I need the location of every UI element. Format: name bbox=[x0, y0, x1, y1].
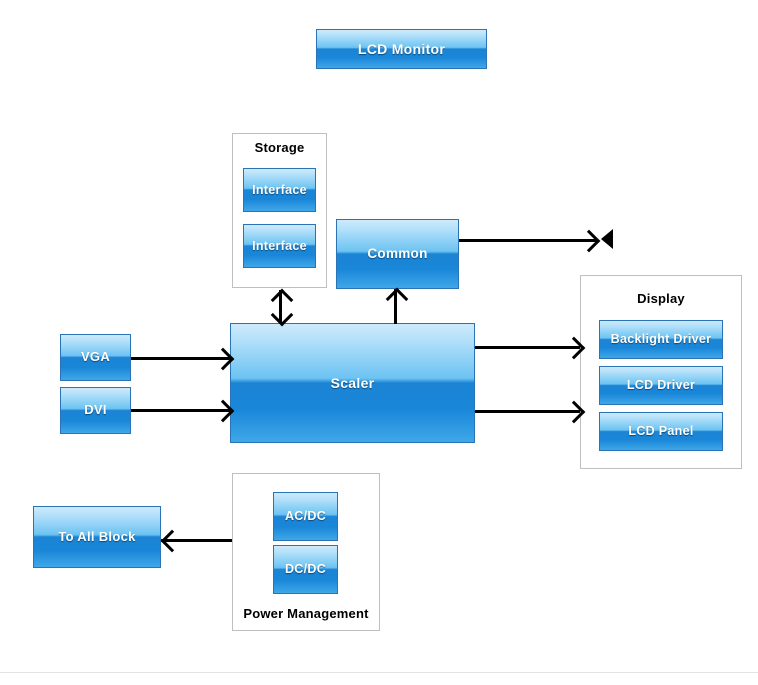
block-lcd-panel[interactable]: LCD Panel bbox=[599, 412, 723, 451]
block-to-all-block-label: To All Block bbox=[58, 528, 136, 544]
block-dvi[interactable]: DVI bbox=[60, 387, 131, 434]
block-common-label: Common bbox=[367, 246, 428, 262]
block-lcd-monitor-label: LCD Monitor bbox=[357, 40, 446, 57]
block-common[interactable]: Common bbox=[336, 219, 459, 289]
block-dc-dc-label: DC/DC bbox=[284, 562, 327, 577]
arrowhead-power-to-all-block bbox=[160, 529, 184, 553]
arrowhead-scaler-to-common bbox=[385, 287, 409, 311]
block-to-all-block[interactable]: To All Block bbox=[33, 506, 161, 568]
speaker-icon bbox=[601, 229, 613, 249]
connector-scaler-to-backlight bbox=[475, 346, 580, 349]
block-interface-1-label: Interface bbox=[252, 182, 307, 197]
connector-dvi-to-scaler bbox=[131, 409, 230, 412]
arrowhead-common-to-speaker bbox=[577, 229, 601, 253]
block-interface-2[interactable]: Interface bbox=[243, 224, 316, 268]
connector-common-to-speaker bbox=[459, 239, 596, 242]
block-scaler[interactable]: Scaler bbox=[230, 323, 475, 443]
block-interface-1[interactable]: Interface bbox=[243, 168, 316, 212]
block-vga-label: VGA bbox=[80, 349, 111, 365]
connector-storage-to-scaler bbox=[279, 290, 282, 323]
block-dc-dc[interactable]: DC/DC bbox=[273, 545, 338, 594]
group-storage-title: Storage bbox=[254, 140, 305, 155]
block-lcd-driver-label: LCD Driver bbox=[626, 378, 696, 393]
group-display-title: Display bbox=[637, 291, 685, 306]
block-lcd-driver[interactable]: LCD Driver bbox=[599, 366, 723, 405]
block-interface-2-label: Interface bbox=[252, 238, 307, 253]
block-vga[interactable]: VGA bbox=[60, 334, 131, 381]
connector-vga-to-scaler bbox=[131, 357, 230, 360]
block-lcd-panel-label: LCD Panel bbox=[628, 424, 694, 439]
block-scaler-label: Scaler bbox=[330, 374, 375, 391]
bottom-divider bbox=[0, 672, 758, 673]
block-ac-dc[interactable]: AC/DC bbox=[273, 492, 338, 541]
block-backlight-driver-label: Backlight Driver bbox=[610, 332, 712, 347]
group-power-management-title: Power Management bbox=[243, 606, 369, 621]
block-dvi-label: DVI bbox=[84, 402, 107, 418]
block-lcd-monitor[interactable]: LCD Monitor bbox=[316, 29, 487, 69]
connector-scaler-to-panel bbox=[475, 410, 580, 413]
connector-scaler-to-common bbox=[394, 289, 397, 324]
connector-power-to-all-block bbox=[161, 539, 232, 542]
block-backlight-driver[interactable]: Backlight Driver bbox=[599, 320, 723, 359]
block-ac-dc-label: AC/DC bbox=[284, 509, 327, 524]
